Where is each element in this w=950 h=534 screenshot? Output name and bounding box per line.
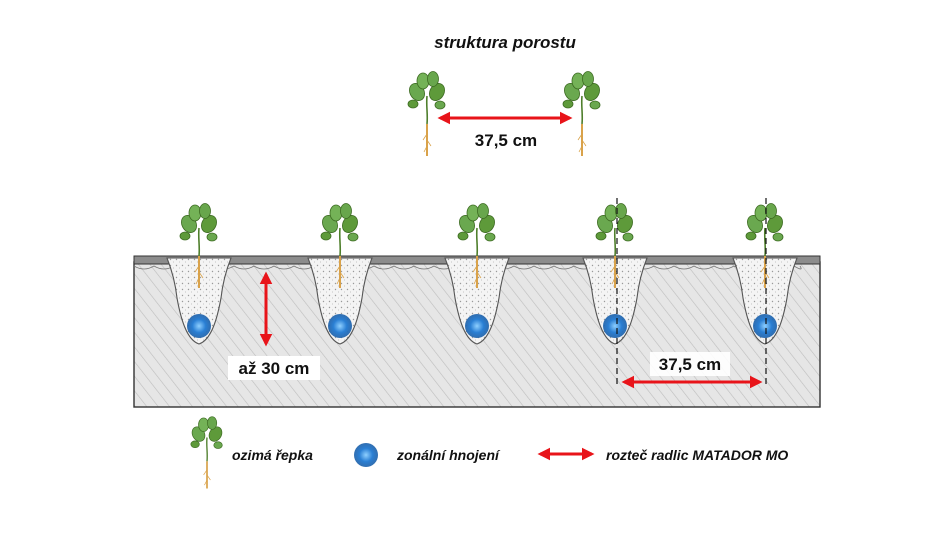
diagram-title: struktura porostu [434, 33, 576, 52]
depth-label: až 30 cm [239, 359, 310, 378]
legend: ozimá řepka zonální hnojení rozteč radli… [188, 415, 788, 490]
legend-arrow-label: rozteč radlic MATADOR MO [606, 447, 788, 463]
legend-fertilizer-label: zonální hnojení [396, 447, 501, 463]
top-plant-right [560, 70, 604, 157]
legend-plant-icon [188, 415, 226, 490]
top-plant-left [405, 70, 449, 157]
bottom-spacing-label: 37,5 cm [659, 355, 721, 374]
fertilizer-zone [753, 314, 777, 338]
bottom-spacing-label-bg [650, 352, 730, 376]
fertilizer-zone [465, 314, 489, 338]
depth-label-bg [228, 356, 320, 380]
fertilizer-zone [328, 314, 352, 338]
top-spacing-label: 37,5 cm [475, 131, 537, 150]
legend-fertilizer-icon [354, 443, 378, 467]
legend-plant-label: ozimá řepka [232, 447, 313, 463]
fertilizer-zone [187, 314, 211, 338]
fertilizer-zone [603, 314, 627, 338]
